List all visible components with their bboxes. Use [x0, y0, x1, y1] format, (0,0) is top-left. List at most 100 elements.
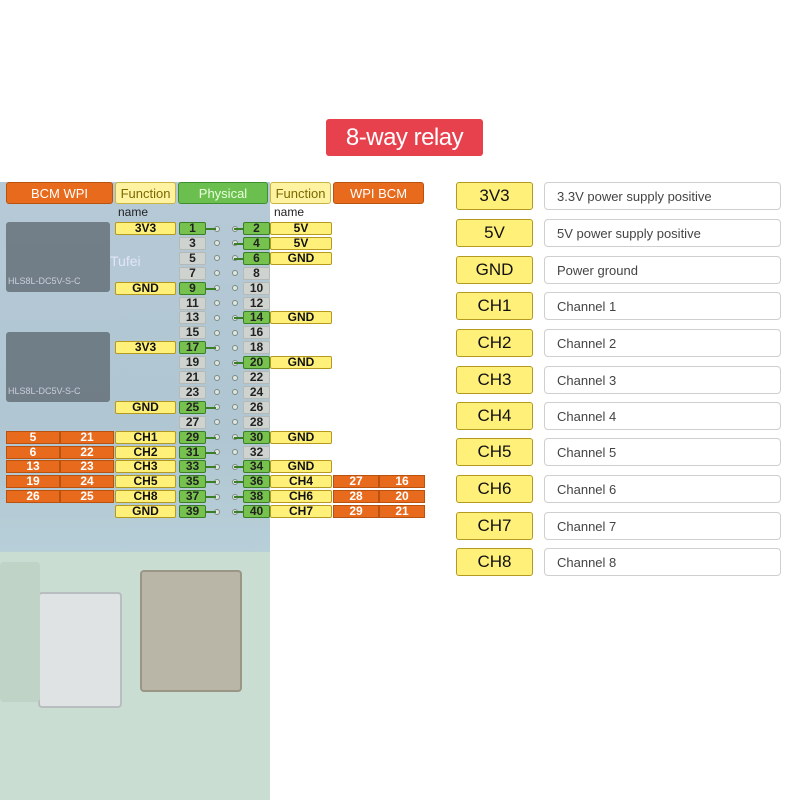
pin-right: 28 — [243, 415, 270, 429]
pin-left: 15 — [179, 326, 206, 340]
pin-lead — [206, 466, 216, 469]
pin-right: 10 — [243, 281, 270, 295]
pin-left: 23 — [179, 385, 206, 399]
legend-description: Channel 8 — [544, 548, 781, 576]
pin-lead — [206, 228, 216, 230]
wpi-right: 28 — [333, 490, 379, 504]
header-pin-dot — [232, 389, 238, 396]
pin-lead — [234, 257, 244, 260]
legend-key: CH2 — [456, 329, 533, 357]
pin-left: 37 — [179, 490, 206, 504]
bcm-left: 26 — [6, 490, 60, 504]
function-left: CH2 — [115, 445, 176, 459]
pin-right: 20 — [243, 356, 270, 370]
board-watermark: Tufei — [110, 253, 141, 269]
legend-key: 5V — [456, 219, 533, 247]
pin-lead — [234, 362, 244, 365]
pin-lead — [206, 511, 216, 514]
function-left: 3V3 — [115, 222, 176, 235]
pin-left: 17 — [179, 341, 206, 355]
function-left: GND — [115, 281, 176, 295]
header-pin-dot — [232, 404, 238, 411]
pin-left: 5 — [179, 251, 206, 265]
pin-lead — [234, 466, 244, 469]
header-pin-dot — [214, 374, 220, 381]
header-pin-dot — [214, 419, 220, 426]
relay-marking: HLS8L-DC5V-S-C — [8, 276, 81, 286]
header-pin-dot — [214, 240, 220, 247]
function-right: 5V — [270, 222, 332, 235]
bcm-left: 6 — [6, 445, 60, 459]
function-right: GND — [270, 356, 332, 370]
function-right: GND — [270, 430, 332, 444]
header-pin-dot — [232, 449, 238, 455]
pin-left: 19 — [179, 356, 206, 370]
pin-lead — [206, 481, 216, 484]
header-pin-dot — [214, 270, 220, 277]
function-left: CH5 — [115, 475, 176, 489]
pin-lead — [206, 436, 216, 439]
pin-lead — [234, 317, 244, 320]
function-left: 3V3 — [115, 341, 176, 355]
header-pin-dot — [232, 374, 238, 381]
pin-right: 6 — [243, 251, 270, 265]
legend-description: Channel 4 — [544, 402, 781, 430]
wpi-right: 27 — [333, 475, 379, 489]
function-left: GND — [115, 400, 176, 414]
pin-lead — [234, 496, 244, 499]
legend-description: Channel 1 — [544, 292, 781, 320]
function-left: CH1 — [115, 430, 176, 444]
legend-description: Channel 2 — [544, 329, 781, 357]
header-physical: Physical — [178, 182, 268, 204]
legend-key: CH7 — [456, 512, 533, 540]
legend-description: Power ground — [544, 256, 781, 284]
pin-left: 25 — [179, 400, 206, 414]
header-pin-dot — [232, 344, 238, 351]
pin-left: 39 — [179, 505, 206, 519]
pin-right: 18 — [243, 341, 270, 355]
pin-left: 33 — [179, 460, 206, 474]
legend-key: CH4 — [456, 402, 533, 430]
pin-right: 34 — [243, 460, 270, 474]
pin-lead — [206, 287, 216, 290]
function-right: GND — [270, 251, 332, 265]
pin-left: 7 — [179, 266, 206, 280]
pin-right: 40 — [243, 505, 270, 519]
pin-lead — [234, 242, 244, 245]
pin-lead — [234, 436, 244, 439]
legend-description: Channel 7 — [544, 512, 781, 540]
legend-key: CH8 — [456, 548, 533, 576]
legend-key: CH6 — [456, 475, 533, 503]
header-pin-dot — [232, 300, 238, 306]
function-right: 5V — [270, 236, 332, 250]
header-pin-dot — [232, 329, 238, 336]
legend-description: Channel 5 — [544, 438, 781, 466]
pin-lead — [206, 347, 216, 350]
pin-right: 12 — [243, 296, 270, 310]
legend-description: Channel 6 — [544, 475, 781, 503]
legend-description: Channel 3 — [544, 366, 781, 394]
header-pin-dot — [232, 419, 238, 426]
pin-right: 32 — [243, 445, 270, 459]
wpi-left: 24 — [60, 475, 114, 489]
bcm-left: 13 — [6, 460, 60, 474]
pin-left: 31 — [179, 445, 206, 459]
page-title: 8-way relay — [326, 119, 483, 156]
header-pin-dot — [214, 300, 220, 306]
header-sub-right: name — [274, 205, 305, 219]
header-sub-left: name — [118, 205, 149, 219]
header-pin-dot — [214, 314, 220, 321]
header-function-right: Function — [270, 182, 331, 204]
pin-right: 38 — [243, 490, 270, 504]
relay-marking: HLS8L-DC5V-S-C — [8, 386, 81, 396]
pin-lead — [206, 496, 216, 499]
function-right: CH7 — [270, 505, 332, 519]
header-pin-dot — [214, 359, 220, 366]
header-function-left: Function — [115, 182, 176, 204]
header-pin-dot — [214, 329, 220, 336]
function-left: CH3 — [115, 460, 176, 474]
pin-right: 30 — [243, 430, 270, 444]
function-left: GND — [115, 505, 176, 519]
function-right: GND — [270, 460, 332, 474]
header-pin-dot — [232, 285, 238, 292]
